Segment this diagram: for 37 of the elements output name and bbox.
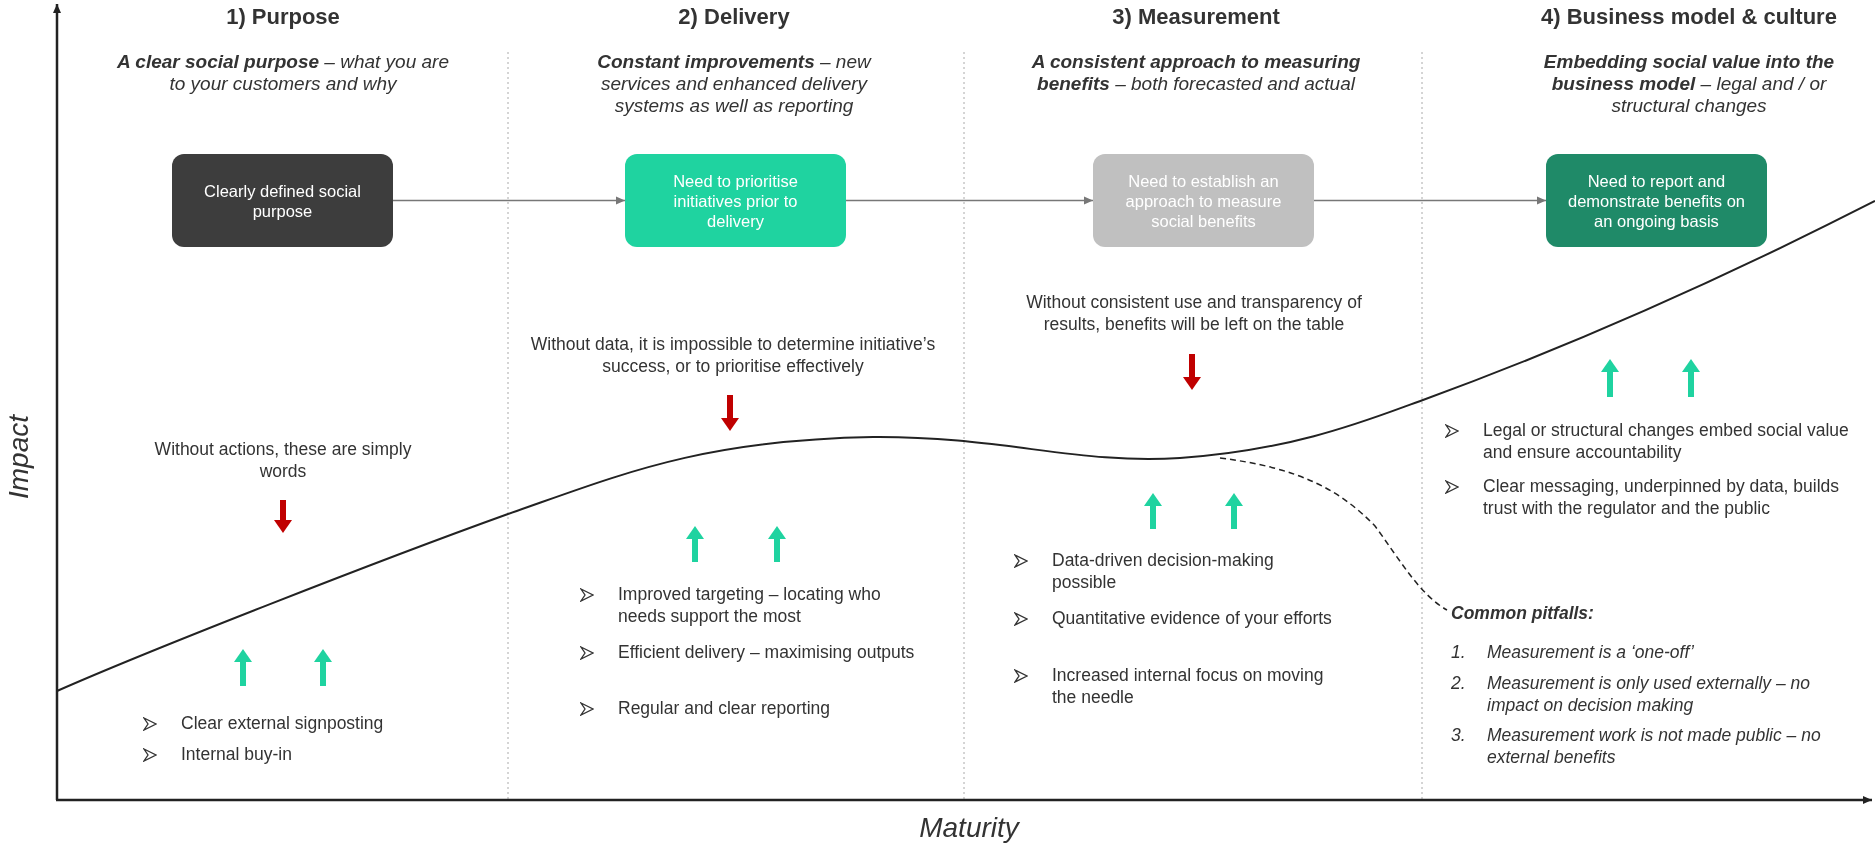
- axis-label: Impact: [2, 415, 35, 500]
- arrow: [845, 196, 1094, 205]
- bullet-text: Quantitative evidence of your efforts: [1052, 607, 1333, 629]
- section-heading: 2) Delivery: [677, 6, 791, 28]
- arrow: [1313, 196, 1547, 205]
- list-item: Measurement is a ‘one-off’: [1487, 641, 1695, 663]
- bullet-text: Clear external signposting: [181, 712, 385, 734]
- bullet-text: Regular and clear reporting: [618, 697, 832, 719]
- section-heading: 3) Measurement: [1111, 6, 1281, 28]
- process-box: Need to report and demonstrate benefits on an ongoing basis: [1546, 154, 1767, 247]
- section-subtitle: A clear social purpose – what you are to your customers and why: [116, 51, 450, 95]
- process-box: Need to establish an approach to measure social benefits: [1093, 154, 1314, 247]
- bullet-text: Internal buy-in: [181, 743, 293, 765]
- section-heading: 4) Business model & culture: [1540, 6, 1838, 28]
- section-heading: 1) Purpose: [225, 6, 341, 28]
- bullet-text: Improved targeting – locating who needs support the most: [618, 583, 882, 627]
- note-text: Without consistent use and transparency of results, benefits will be left on the table: [1025, 291, 1363, 335]
- list-item: Measurement is only used externally – no impact on decision making: [1487, 672, 1811, 716]
- section-subtitle: A consistent approach to measuring benefits – both forecasted and actual: [1030, 51, 1362, 95]
- note-text: Without data, it is impossible to determine initiative’s success, or to prioritise effectively: [529, 333, 937, 377]
- bullet-text: Clear messaging, underpinned by data, builds trust with the regulator and the public: [1483, 475, 1841, 519]
- list-number: 2.: [1451, 672, 1467, 694]
- bullet-text: Data-driven decision-making possible: [1052, 549, 1275, 593]
- section-subtitle: Embedding social value into the business model – legal and / or structural changes: [1542, 51, 1836, 117]
- list-item: Measurement work is not made public – no external benefits: [1487, 724, 1822, 768]
- axis-label: Maturity: [918, 811, 1021, 845]
- section-subtitle: Constant improvements – new services and enhanced delivery systems as well as reporting: [596, 51, 873, 117]
- arrow: [392, 196, 626, 205]
- note-text: Without actions, these are simply words: [153, 438, 413, 482]
- process-box: Clearly defined social purpose: [172, 154, 393, 247]
- bullet-text: Increased internal focus on moving the needle: [1052, 664, 1325, 708]
- process-box: Need to prioritise initiatives prior to delivery: [625, 154, 846, 247]
- bullet-text: Legal or structural changes embed social value and ensure accountability: [1483, 419, 1850, 463]
- list-number: 1.: [1451, 641, 1467, 663]
- list-heading: Common pitfalls:: [1451, 602, 1595, 624]
- list-number: 3.: [1451, 724, 1467, 746]
- bullet-text: Efficient delivery – maximising outputs: [618, 641, 916, 663]
